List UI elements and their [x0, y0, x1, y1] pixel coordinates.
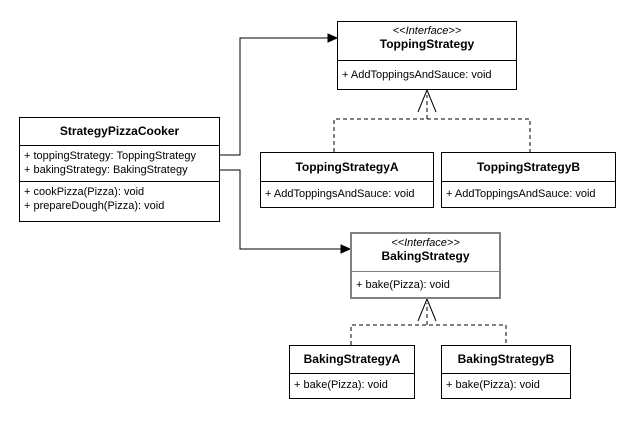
realization-topping-arrowhead	[417, 88, 437, 113]
class-name: BakingStrategyA	[303, 352, 401, 366]
interface-name: ToppingStrategy	[379, 37, 475, 51]
attribute-baking-strategy: + bakingStrategy: BakingStrategy	[24, 164, 188, 176]
realization-baking	[350, 297, 507, 345]
realization-baking-arrowhead	[417, 297, 437, 322]
attribute-topping-strategy: + toppingStrategy: ToppingStrategy	[24, 150, 196, 162]
interface-name: BakingStrategy	[381, 249, 470, 263]
class-name: ToppingStrategyB	[476, 159, 581, 174]
class-baking-strategy-b: BakingStrategyB + bake(Pizza): void	[441, 345, 571, 399]
operation-bake: + bake(Pizza): void	[446, 379, 540, 391]
operations-section: + cookPizza(Pizza): void + prepareDough(…	[20, 182, 219, 215]
operation-add-toppings-and-sauce: + AddToppingsAndSauce: void	[265, 188, 415, 200]
operation-bake: + bake(Pizza): void	[294, 379, 388, 391]
operation-add-toppings-and-sauce: + AddToppingsAndSauce: void	[446, 188, 596, 200]
operation-cook-pizza: + cookPizza(Pizza): void	[24, 186, 145, 198]
association-baking-arrowhead	[340, 244, 352, 254]
class-baking-strategy-a: BakingStrategyA + bake(Pizza): void	[289, 345, 415, 399]
interface-topping-strategy: <<Interface>> ToppingStrategy + AddToppi…	[337, 21, 517, 90]
association-baking	[220, 169, 343, 250]
class-strategy-pizza-cooker: StrategyPizzaCooker + toppingStrategy: T…	[19, 117, 220, 222]
class-topping-strategy-b: ToppingStrategyB + AddToppingsAndSauce: …	[441, 152, 616, 208]
stereotype-label: <<Interface>>	[392, 25, 462, 37]
operation-prepare-dough: + prepareDough(Pizza): void	[24, 200, 165, 212]
attributes-section: + toppingStrategy: ToppingStrategy + bak…	[20, 146, 219, 179]
operation-add-toppings-and-sauce: + AddToppingsAndSauce: void	[342, 69, 492, 81]
class-topping-strategy-a: ToppingStrategyA + AddToppingsAndSauce: …	[260, 152, 434, 208]
association-topping	[220, 37, 330, 156]
operation-bake: + bake(Pizza): void	[356, 279, 450, 291]
stereotype-label: <<Interface>>	[391, 237, 460, 249]
class-name: BakingStrategyB	[457, 352, 555, 366]
realization-topping	[333, 88, 531, 152]
class-name: StrategyPizzaCooker	[59, 124, 180, 138]
class-name: ToppingStrategyA	[295, 159, 399, 174]
interface-baking-strategy: <<Interface>> BakingStrategy + bake(Pizz…	[350, 232, 501, 299]
association-topping-arrowhead	[327, 33, 339, 43]
